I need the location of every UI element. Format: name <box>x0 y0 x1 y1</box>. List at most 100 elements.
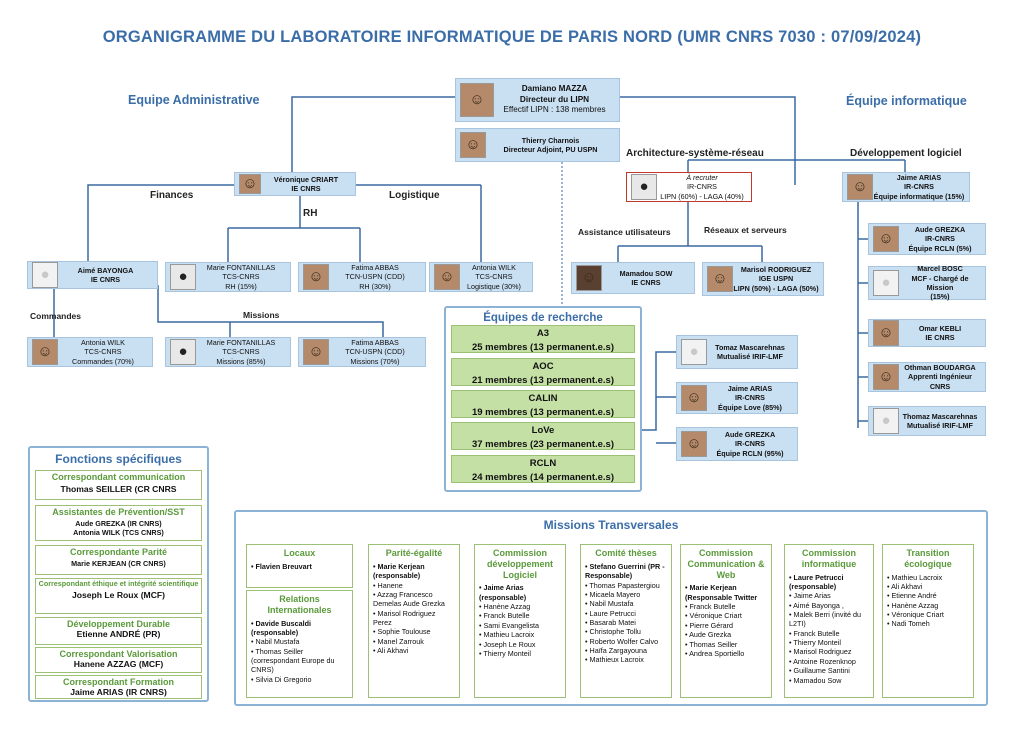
person-role: IE CNRS <box>90 275 121 284</box>
person-role: IR-CNRS <box>687 182 717 192</box>
section-admin: Equipe Administrative <box>128 93 260 107</box>
person-name: Marie FONTANILLAS <box>206 262 276 272</box>
mission-member: Azzag Francesco Demelas Aude Grezka <box>373 590 455 609</box>
mission-dev-logiciel: Commission développement Logiciel Jaime … <box>474 544 566 698</box>
mission-member: Andrea Sportiello <box>685 649 767 658</box>
mission-member: Véronique Criart <box>685 611 767 620</box>
label-commandes: Commandes <box>30 311 82 321</box>
fonction-value: Marie KERJEAN (CR CNRS) <box>71 559 166 568</box>
director-name: Damiano MAZZA <box>521 84 588 94</box>
deputy-name: Thierry Charnois <box>521 135 580 145</box>
mission-member: Aude Grezka <box>685 630 767 639</box>
person-photo: ☺ <box>32 339 58 365</box>
team-members: 37 membres (23 permanent.e.s) <box>471 438 615 450</box>
director-effectif: Effectif LIPN : 138 membres <box>503 105 606 115</box>
label-missions: Missions <box>243 310 280 320</box>
fonction-ethique: Correspondant éthique et intégrité scien… <box>35 578 202 614</box>
mission-member: Etienne André <box>887 591 969 600</box>
label-archi: Architecture-système-réseau <box>626 148 764 159</box>
person-role: IR-CNRS <box>735 393 765 403</box>
person-name: Antonia WILK <box>472 262 516 272</box>
fonction-value: Hanene AZZAG (MCF) <box>73 659 164 669</box>
mission-heading: Commission Communication & Web <box>687 548 765 580</box>
mission-member: Marisol Rodriguez <box>789 647 869 656</box>
person-photo: ☺ <box>303 339 329 365</box>
mission-member: Jaime Arias <box>789 591 869 600</box>
person-photo: ☺ <box>239 174 261 194</box>
person-name: Othman BOUDARGA <box>904 362 976 372</box>
mission-member: Mathieu Lacroix <box>479 630 561 639</box>
mission-heading: Commission développement Logiciel <box>486 548 553 580</box>
mission-member: Mamadou Sow <box>789 676 869 685</box>
person-name: Marie FONTANILLAS <box>206 337 276 347</box>
person-photo: ☺ <box>681 431 707 457</box>
person-photo: ☺ <box>576 265 602 291</box>
mission-member: Nabil Mustafa <box>251 637 348 646</box>
mission-member: Franck Butelle <box>479 611 561 620</box>
mission-heading: Commission informatique <box>801 548 857 569</box>
fonction-heading: Correspondant éthique et intégrité scien… <box>38 579 199 588</box>
person-name: Fatima ABBAS <box>351 262 399 272</box>
mission-member: Mathieu Lacroix <box>887 573 969 582</box>
person-photo: ☺ <box>434 264 460 290</box>
person-photo: ● <box>170 339 196 365</box>
label-logistique: Logistique <box>389 190 440 201</box>
label-assistance: Assistance utilisateurs <box>578 227 671 237</box>
fonction-heading: Assistantes de Prévention/SST <box>52 507 185 517</box>
person-role: TCS-CNRS <box>475 272 513 282</box>
person-role: TCS-CNRS <box>222 347 260 357</box>
mission-lead: Laure Petrucci (responsable) <box>789 573 869 592</box>
fonction-heading: Correspondant Formation <box>62 677 174 687</box>
mission-heading: Relations Internationales <box>267 594 332 615</box>
team-name: LoVe <box>531 425 555 436</box>
mission-member: Laure Petrucci <box>585 609 667 618</box>
person-name: Marisol RODRIGUEZ <box>740 264 812 274</box>
person-detail: LIPN (60%) - LAGA (40%) <box>660 191 744 201</box>
mission-member: Malek Berri (invité du L2TI) <box>789 610 869 629</box>
mission-member: Mathieux Lacroix <box>585 655 667 664</box>
mission-member: Pierre Gérard <box>685 621 767 630</box>
mission-member: Joseph Le Roux <box>479 640 561 649</box>
mission-member: Aimé Bayonga , <box>789 601 869 610</box>
person-role: IR-CNRS <box>904 182 934 192</box>
person-detail: Équipe informatique (15%) <box>873 191 965 201</box>
team-name: CALIN <box>528 393 558 404</box>
person-detail: Missions (85%) <box>216 356 266 366</box>
mission-member: Sami Evangelista <box>479 621 561 630</box>
person-detail: Équipe RCLN (95%) <box>716 448 784 458</box>
fonction-heading: Développement Durable <box>66 619 171 629</box>
fonction-value: Antonia WILK (TCS CNRS) <box>73 528 164 537</box>
fonction-heading: Correspondant communication <box>51 472 186 482</box>
fonction-heading: Correspondant Valorisation <box>59 649 178 659</box>
section-info: Équipe informatique <box>846 94 967 108</box>
label-dev: Développement logiciel <box>850 148 962 159</box>
person-photo: ☺ <box>460 132 486 158</box>
fonction-value: Aude GREZKA (IR CNRS) <box>75 519 162 528</box>
mission-lead: Stefano Guerrini (PR - Responsable) <box>585 562 667 581</box>
person-role: Mutualisé IRIF-LMF <box>717 352 783 361</box>
person-name: Aimé BAYONGA <box>77 265 134 275</box>
page-title: ORGANIGRAMME DU LABORATOIRE INFORMATIQUE… <box>102 28 922 46</box>
mission-member: Marisol Rodriguez Perez <box>373 609 455 628</box>
mission-member: Véronique Criart <box>887 610 969 619</box>
mission-member: Hanene <box>373 581 455 590</box>
person-role: IR-CNRS <box>735 439 765 449</box>
mission-member: Thierry Monteil <box>789 638 869 647</box>
label-reseaux: Réseaux et serveurs <box>704 225 787 235</box>
person-name: Aude GREZKA <box>914 224 966 234</box>
person-role: IGE USPN <box>758 274 794 284</box>
person-name: Thomaz Mascarehnas <box>902 411 978 421</box>
person-name: Aude GREZKA <box>724 429 776 439</box>
